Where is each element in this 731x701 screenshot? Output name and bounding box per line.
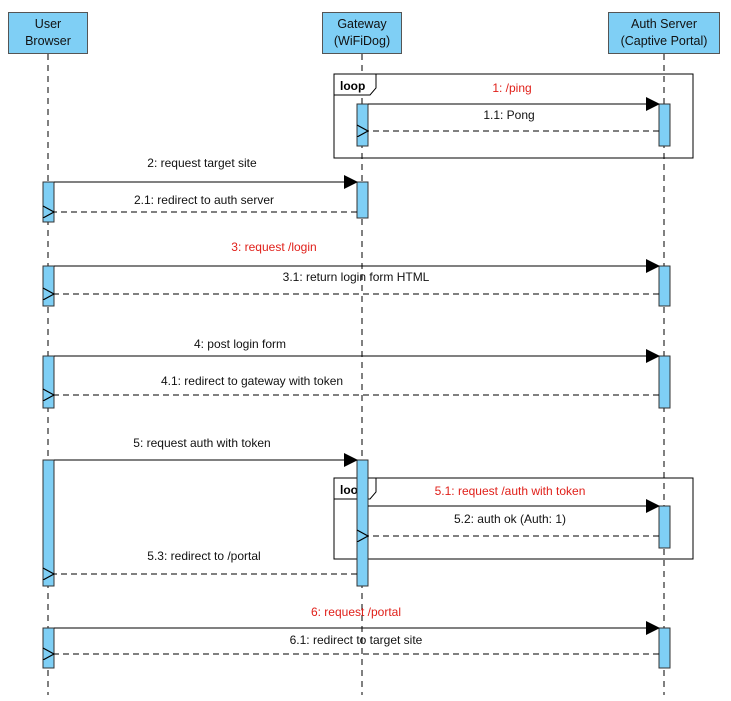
message-label: 5.1: request /auth with token <box>435 484 586 498</box>
activation-gateway <box>356 181 369 219</box>
activation-user-browser <box>42 265 55 307</box>
participant-gateway: Gateway (WiFiDog) <box>322 12 402 54</box>
activation-user-browser <box>42 355 55 409</box>
loop-frame-tag: loop <box>340 79 365 93</box>
participant-label-line2: Browser <box>25 34 71 48</box>
message-label: 4: post login form <box>194 337 286 351</box>
message-label: 4.1: redirect to gateway with token <box>161 374 343 388</box>
message-label: 2: request target site <box>147 156 257 170</box>
participant-label-line2: (Captive Portal) <box>620 34 708 48</box>
message-label: 6: request /portal <box>311 605 401 619</box>
message-label: 3.1: return login form HTML <box>283 270 430 284</box>
activation-auth-server <box>658 355 671 409</box>
activation-auth-server <box>658 627 671 669</box>
participant-label-line1: User <box>34 17 62 31</box>
message-label: 1: /ping <box>492 81 531 95</box>
activation-user-browser <box>42 459 55 587</box>
message-label: 6.1: redirect to target site <box>290 633 423 647</box>
message-label: 3: request /login <box>231 240 316 254</box>
activation-gateway <box>356 459 369 587</box>
participant-label-line2: (WiFiDog) <box>333 34 391 48</box>
participant-label-line1: Auth Server <box>630 17 697 31</box>
participant-auth-server: Auth Server (Captive Portal) <box>608 12 720 54</box>
activation-gateway <box>356 103 369 147</box>
message-label: 5.3: redirect to /portal <box>147 549 260 563</box>
activation-user-browser <box>42 627 55 669</box>
message-label: 1.1: Pong <box>483 108 534 122</box>
activation-auth-server <box>658 505 671 549</box>
message-label: 2.1: redirect to auth server <box>134 193 274 207</box>
loop-frame: loop <box>333 73 694 159</box>
participant-user-browser: User Browser <box>8 12 88 54</box>
activation-auth-server <box>658 103 671 147</box>
activation-auth-server <box>658 265 671 307</box>
participant-label-line1: Gateway <box>337 17 387 31</box>
message-label: 5: request auth with token <box>133 436 270 450</box>
activation-user-browser <box>42 181 55 223</box>
message-label: 5.2: auth ok (Auth: 1) <box>454 512 566 526</box>
